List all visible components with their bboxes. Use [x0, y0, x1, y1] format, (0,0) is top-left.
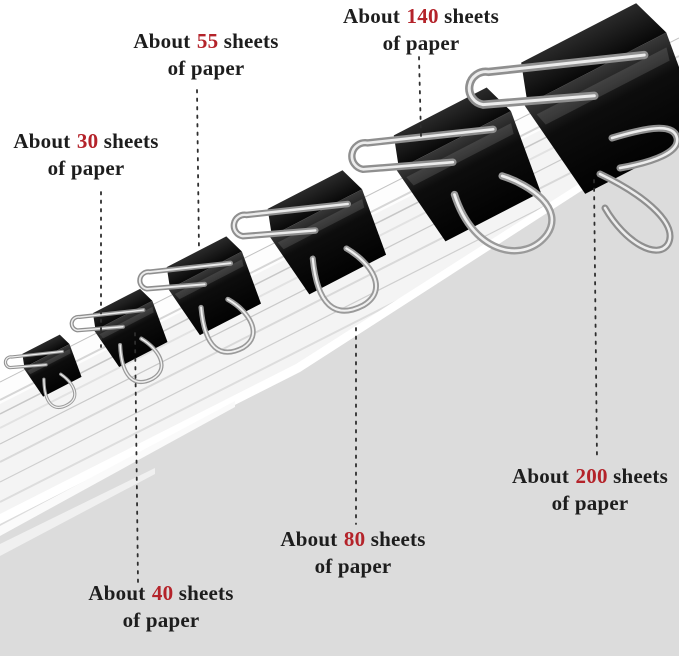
callout-line-200: [593, 179, 598, 460]
label-line2: of paper: [314, 554, 392, 578]
binder-clip-200-handles: [596, 124, 679, 254]
callout-line-55: [196, 89, 200, 252]
binder-clip-55: [137, 236, 262, 355]
binder-clip-30: [3, 334, 82, 409]
binder-clip-200: [465, 3, 679, 194]
binder-clip-40: [69, 288, 168, 385]
label-line2: of paper: [382, 31, 460, 55]
binder-clip-80: [230, 170, 387, 314]
loose-sheet: [0, 468, 155, 556]
loose-sheet: [0, 401, 235, 536]
label-line2: of paper: [167, 56, 245, 80]
label-line2: of paper: [47, 156, 125, 180]
label-line2: of paper: [122, 608, 200, 632]
label-line2: of paper: [551, 491, 629, 515]
